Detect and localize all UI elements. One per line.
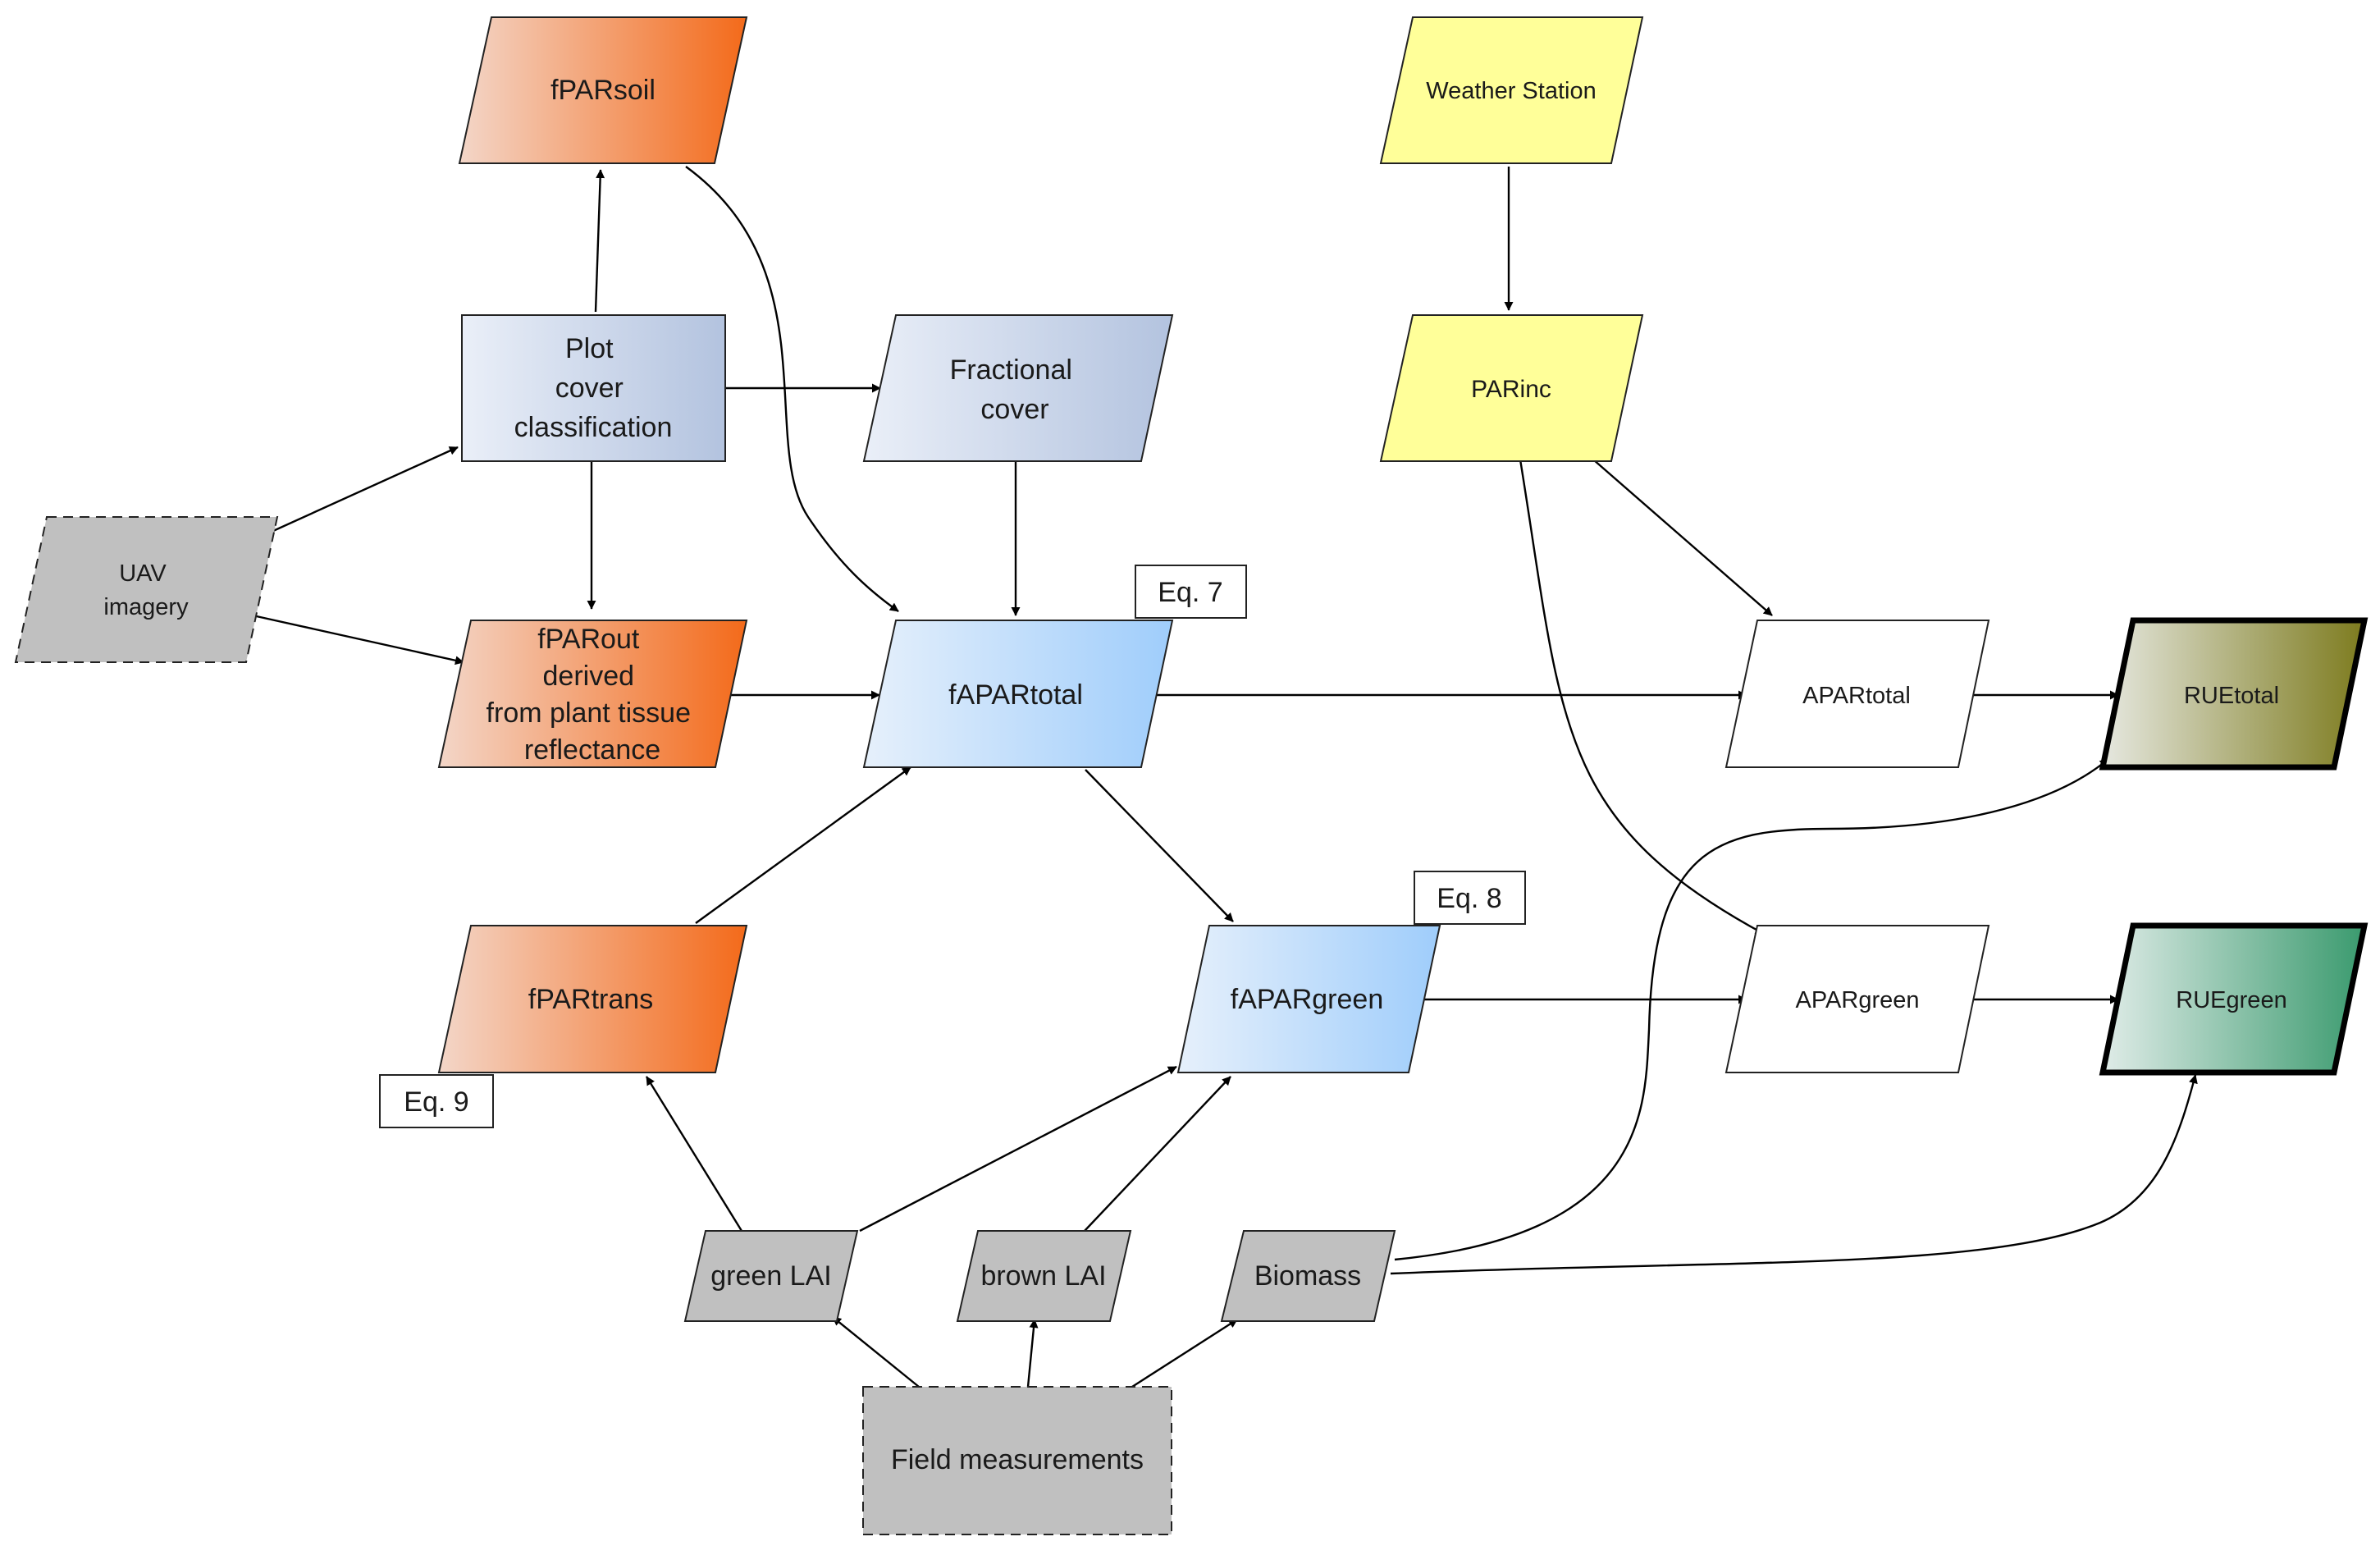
node-label-apargreen: APARgreen — [1796, 987, 1920, 1013]
node-green-lai: green LAI — [683, 1230, 859, 1322]
node-label-field-measurements: Field measurements — [891, 1444, 1144, 1475]
node-label-uav-imagery: UAV imagery — [103, 560, 189, 620]
node-parinc: PARinc — [1379, 314, 1644, 462]
node-ruegreen: RUEgreen — [2099, 922, 2369, 1076]
node-apartotal: APARtotal — [1724, 620, 1990, 768]
eq9-label: Eq. 9 — [404, 1086, 468, 1118]
nodes-layer: fPARsoil Weather Station Plot cover clas… — [14, 16, 2369, 1535]
node-label-biomass: Biomass — [1254, 1260, 1361, 1292]
eq7-box: Eq. 7 — [1135, 565, 1247, 619]
edge-green-lai-to-fapargreen — [859, 1065, 1177, 1233]
node-uav-imagery: UAV imagery — [14, 516, 279, 663]
node-label-fapartotal: fAPARtotal — [948, 679, 1083, 711]
node-brown-lai: brown LAI — [956, 1230, 1132, 1322]
node-label-fractional-cover: Fractional cover — [950, 354, 1080, 425]
node-label-brown-lai: brown LAI — [980, 1260, 1106, 1292]
edge-biomass-to-ruetotal — [1394, 758, 2109, 1261]
node-fapargreen: fAPARgreen — [1176, 925, 1441, 1073]
node-label-fparout: fPARout derived from plant tissue reflec… — [487, 624, 699, 766]
node-ruetotal: RUEtotal — [2099, 617, 2369, 771]
edge-fapartotal-to-fapargreen — [1085, 769, 1234, 922]
edges-layer — [252, 166, 2198, 1388]
node-fparout: fPARout derived from plant tissue reflec… — [437, 620, 748, 768]
node-label-fapargreen: fAPARgreen — [1231, 984, 1383, 1015]
edge-brown-lai-to-fapargreen — [1084, 1076, 1231, 1232]
edge-parinc-to-apargreen — [1519, 459, 1765, 935]
node-field-measurements: Field measurements — [862, 1386, 1172, 1535]
node-label-weather-station: Weather Station — [1426, 78, 1596, 104]
node-label-green-lai: green LAI — [710, 1260, 831, 1292]
edge-field-to-brown-lai — [1026, 1319, 1039, 1388]
edge-uav-to-fparout — [252, 614, 464, 665]
node-label-apartotal: APARtotal — [1802, 683, 1911, 709]
node-label-parinc: PARinc — [1471, 376, 1551, 403]
edge-field-to-biomass — [1131, 1318, 1238, 1388]
node-label-plot-cover: Plot cover classification — [514, 333, 673, 443]
node-biomass: Biomass — [1220, 1230, 1396, 1322]
node-fractional-cover: Fractional cover — [862, 314, 1174, 462]
node-fparsoil: fPARsoil — [458, 16, 748, 164]
edge-green-lai-to-fpartrans — [645, 1076, 743, 1232]
edge-uav-to-plot-cover — [272, 446, 459, 533]
eq8-label: Eq. 8 — [1437, 883, 1501, 914]
eq9-box: Eq. 9 — [379, 1074, 494, 1128]
node-label-fpartrans: fPARtrans — [528, 984, 653, 1015]
node-fpartrans: fPARtrans — [437, 925, 748, 1073]
eq8-box: Eq. 8 — [1414, 871, 1526, 925]
node-fapartotal: fAPARtotal — [862, 620, 1174, 768]
edge-biomass-to-ruegreen — [1390, 1074, 2198, 1275]
edge-plot-cover-to-fparsoil — [594, 169, 605, 313]
node-label-ruetotal: RUEtotal — [2184, 683, 2279, 709]
eq7-label: Eq. 7 — [1158, 577, 1222, 608]
edge-field-to-green-lai — [832, 1316, 920, 1388]
node-weather-station: Weather Station — [1379, 16, 1644, 164]
edge-fpartrans-to-fapartotal — [695, 766, 911, 924]
node-apargreen: APARgreen — [1724, 925, 1990, 1073]
node-plot-cover-classification: Plot cover classification — [461, 314, 726, 462]
edge-parinc-to-apartotal — [1592, 459, 1773, 616]
edge-fparsoil-to-fapartotal — [685, 166, 899, 612]
node-label-ruegreen: RUEgreen — [2176, 987, 2286, 1013]
node-label-fparsoil: fPARsoil — [550, 75, 656, 106]
